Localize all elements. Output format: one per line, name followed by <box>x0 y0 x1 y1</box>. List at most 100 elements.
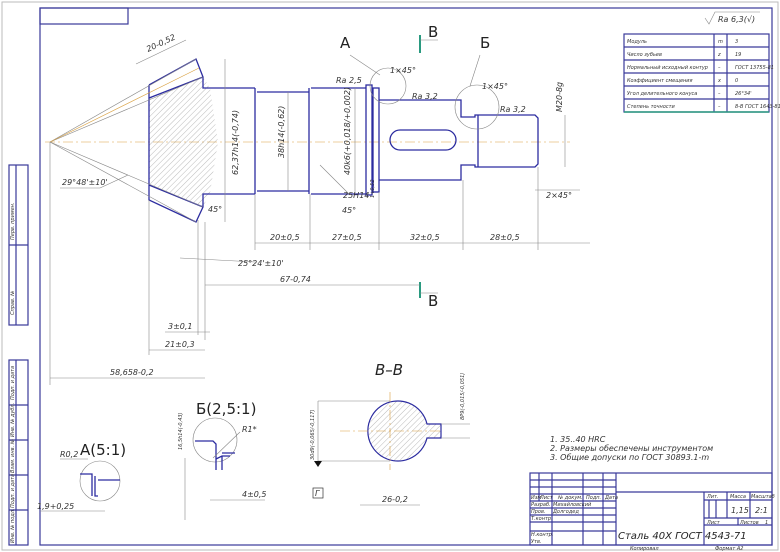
param-symbol: x <box>717 78 721 84</box>
sheets-value: 1 <box>765 520 768 526</box>
note: 3. Общие допуски по ГОСТ 30893.1-m <box>550 453 709 462</box>
role-label: Пров. <box>531 509 546 515</box>
dim-len-20: 20±0,5 <box>270 233 300 242</box>
dim-angle-45: 45° <box>208 205 222 214</box>
roughness-ra32: Ra 3,2 <box>412 92 438 101</box>
cut-label-v: В <box>428 292 438 310</box>
section-cut-bottom: В <box>419 282 438 310</box>
col-header: Подп. <box>586 495 601 501</box>
dim-len-28: 28±0,5 <box>490 233 520 242</box>
param-name: Нормальный исходный контур <box>627 65 708 71</box>
dim-section-26: 26-0,2 <box>382 495 408 504</box>
param-value: 26°34' <box>735 91 752 97</box>
param-value: 8-В ГОСТ 1643-81 <box>735 104 780 110</box>
note: 2. Размеры обеспечены инструментом <box>550 444 713 453</box>
sheets-label: Листов <box>739 520 759 526</box>
datum-label: Г <box>315 489 320 498</box>
dim-face-width: 20-0,52 <box>145 33 177 54</box>
strip-label: Подп. и дата <box>10 474 16 508</box>
dim-len-21: 21±0,3 <box>165 340 195 349</box>
detail-a-label: А(5:1) <box>80 441 126 459</box>
dim-section-dia: 30d9(-0,065/-0,117) <box>310 409 316 460</box>
role-label: Т.контр. <box>531 516 553 522</box>
strip-label: Перв. примен. <box>10 202 16 240</box>
detail-a-view: А(5:1) R0,2 1,9+0,25 <box>37 441 126 512</box>
detail-b-view: Б(2,5:1) R1* 16,5h14(-0,43) 4±0,5 <box>178 400 267 520</box>
technical-notes: 1. 35..40 HRC 2. Размеры обеспечены инст… <box>550 435 713 462</box>
dim-dia-62: 62,37h14(-0,74) <box>231 110 240 175</box>
dim-len-58: 58,658-0,2 <box>110 368 154 377</box>
general-roughness: Ra 6,3(√) <box>704 11 760 25</box>
dim-cone-angle: 29°48'±10' <box>62 178 108 187</box>
detail-b-circle <box>454 84 500 130</box>
person-name: Михайловский <box>553 502 592 508</box>
param-symbol: – <box>718 91 721 97</box>
dim-root-angle: 25°24'±10' <box>238 259 284 268</box>
mass-label: Масса <box>730 494 746 500</box>
dim-dia-16-5: 16,5h14(-0,43) <box>178 412 184 450</box>
top-left-stamp <box>39 7 129 25</box>
dim-len-67: 67-0,74 <box>280 275 311 284</box>
role-label: Утв. <box>531 539 542 545</box>
dim-chamfer-2: 2×45° <box>546 191 572 200</box>
param-name: Число зубьев <box>627 52 662 58</box>
role-label: Н.контр. <box>531 532 553 538</box>
scale-label: Масштаб <box>751 494 775 500</box>
param-symbol: z <box>717 52 721 58</box>
dim-chamfer-a: 1×45° <box>390 66 416 75</box>
shaft-body <box>254 84 539 196</box>
scale-value: 2:1 <box>755 506 768 515</box>
param-value: ГОСТ 13755-81 <box>735 65 774 71</box>
detail-b-label: Б(2,5:1) <box>196 400 256 418</box>
section-label: В–В <box>375 361 403 379</box>
dim-angle-45: 45° <box>342 206 356 215</box>
dim-len-19: 1,9+0,25 <box>37 502 74 511</box>
param-name: Угол делительного конуса <box>627 91 697 97</box>
col-header: Изм <box>531 495 541 501</box>
param-value: 0 <box>735 78 738 84</box>
view-label-b: Б <box>480 34 490 52</box>
param-symbol: – <box>718 65 721 71</box>
strip-label: Справ. № <box>10 291 16 315</box>
dimension-lines <box>49 39 590 385</box>
param-value: 19 <box>735 52 741 58</box>
dim-len-32: 32±0,5 <box>410 233 440 242</box>
gear-parameters-table <box>623 33 770 113</box>
param-name: Степень точности <box>627 104 676 110</box>
strip-label: Подп. и дата <box>10 366 16 400</box>
dimension-labels: 20-0,52 62,37h14(-0,74) 38h14(-0,62) 40k… <box>62 33 572 377</box>
mass-value: 1,15 <box>731 506 749 515</box>
col-header: Лист <box>539 495 554 501</box>
dim-radius-1: R1* <box>242 425 257 434</box>
dim-len-3: 3±0,1 <box>168 322 193 331</box>
bevel-gear-body <box>49 58 255 223</box>
drawing-frame <box>39 7 773 546</box>
col-header: Дата <box>604 495 618 501</box>
format-label: Формат А2 <box>715 546 743 552</box>
dim-key-width-text: 8P9(-0,015/-0,051) <box>460 373 466 420</box>
dim-radius-02: R0,2 <box>60 450 78 459</box>
roughness-ra25: Ra 2,5 <box>336 76 362 85</box>
roughness-ra32: Ra 3,2 <box>500 105 526 114</box>
param-name: Коэффициент смещения <box>627 78 693 84</box>
strip-label: Взам. инв. № <box>10 439 16 473</box>
left-strip: Перв. примен. Справ. № Подп. и дата Инв.… <box>8 164 29 546</box>
col-header: № докум. <box>557 495 583 501</box>
section-cut-top: В <box>419 23 438 53</box>
dim-groove-dia: 25H14 <box>343 191 369 200</box>
material-designation: Сталь 40Х ГОСТ 4543-71 <box>618 531 747 542</box>
note: 1. 35..40 HRC <box>550 435 606 444</box>
strip-label: Инв. № дубл. <box>10 403 16 437</box>
lit-label: Лит. <box>706 494 719 500</box>
param-value: 3 <box>735 39 738 45</box>
role-label: Разраб. <box>531 502 551 508</box>
section-v-v: В–В Г 30d9(-0,065/-0,117) 26-0,2 8P9(-0,… <box>310 361 470 506</box>
param-symbol: m <box>718 39 723 45</box>
dim-groove-width: 1+0,52 <box>370 179 376 198</box>
dim-chamfer-b: 1×45° <box>482 82 508 91</box>
view-label-a: А <box>340 34 351 52</box>
roughness-text: Ra 6,3(√) <box>718 15 755 24</box>
param-symbol: – <box>718 104 721 110</box>
detail-a-circle <box>369 67 407 105</box>
